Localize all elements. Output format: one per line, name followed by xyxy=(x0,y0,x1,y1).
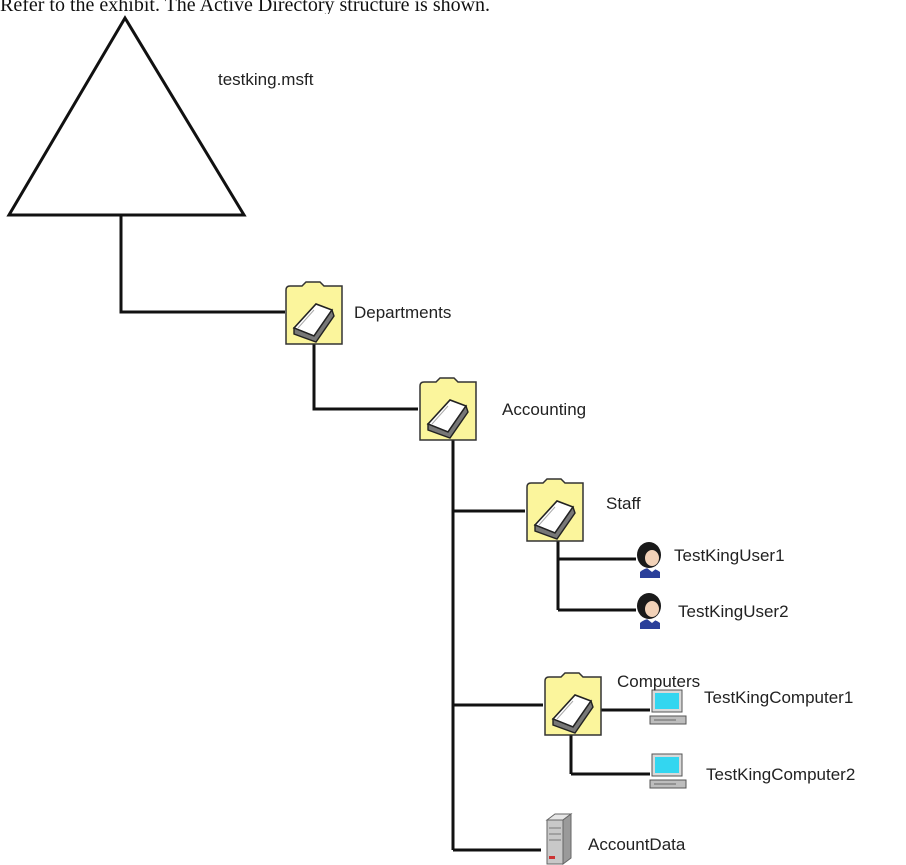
user-label-2: TestKingUser2 xyxy=(678,602,789,621)
ou-label-computers: Computers xyxy=(617,672,701,691)
computer-label-2: TestKingComputer2 xyxy=(706,765,856,784)
computer-label-1: TestKingComputer1 xyxy=(704,688,854,707)
server-icon xyxy=(546,813,572,865)
ou-label-accounting: Accounting xyxy=(502,400,587,419)
connector-departments-accounting xyxy=(312,340,418,411)
connector-domain-departments xyxy=(119,215,285,314)
user-icon xyxy=(637,593,661,629)
ou-folder-icon xyxy=(419,377,477,441)
user-label-1: TestKingUser1 xyxy=(674,546,785,565)
computer-icon xyxy=(649,689,687,725)
ou-label-departments: Departments xyxy=(354,303,452,322)
connector-lines xyxy=(119,215,650,852)
computer-icon xyxy=(649,753,687,789)
domain-triangle-icon xyxy=(6,15,247,217)
ou-label-staff: Staff xyxy=(606,494,641,513)
header-text: Refer to the exhibit. The Active Directo… xyxy=(0,0,491,14)
ou-folder-icon xyxy=(526,478,584,542)
ou-folder-icon xyxy=(285,281,343,345)
ou-folder-icon xyxy=(544,672,602,736)
domain-label: testking.msft xyxy=(218,70,314,89)
user-icon xyxy=(637,542,661,578)
server-label: AccountData xyxy=(588,835,686,854)
